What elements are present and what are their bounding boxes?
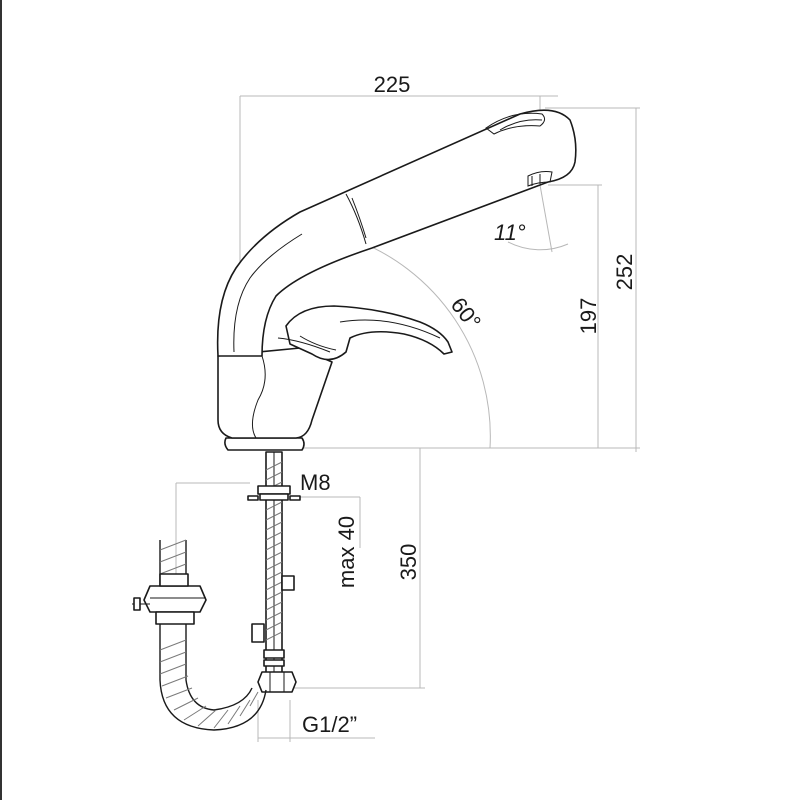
mounting-depth-label: 350	[396, 544, 421, 581]
stud-thread-label: M8	[300, 470, 331, 495]
overall-height-label: 252	[612, 254, 637, 291]
faucet-body	[217, 347, 333, 451]
lever-handle	[277, 305, 453, 361]
spout-angle-label: 11°	[494, 220, 526, 245]
dimension-lines	[175, 95, 640, 742]
supply-hose	[132, 539, 267, 731]
spout	[216, 109, 577, 357]
connection-label: G1/2”	[302, 712, 357, 737]
max-counter-label: max 40	[334, 516, 359, 588]
overall-width-label: 225	[374, 72, 411, 97]
spout-height-label: 197	[576, 298, 601, 335]
lever-angle-label: 60°	[446, 293, 486, 335]
mounting-stud	[247, 451, 301, 693]
